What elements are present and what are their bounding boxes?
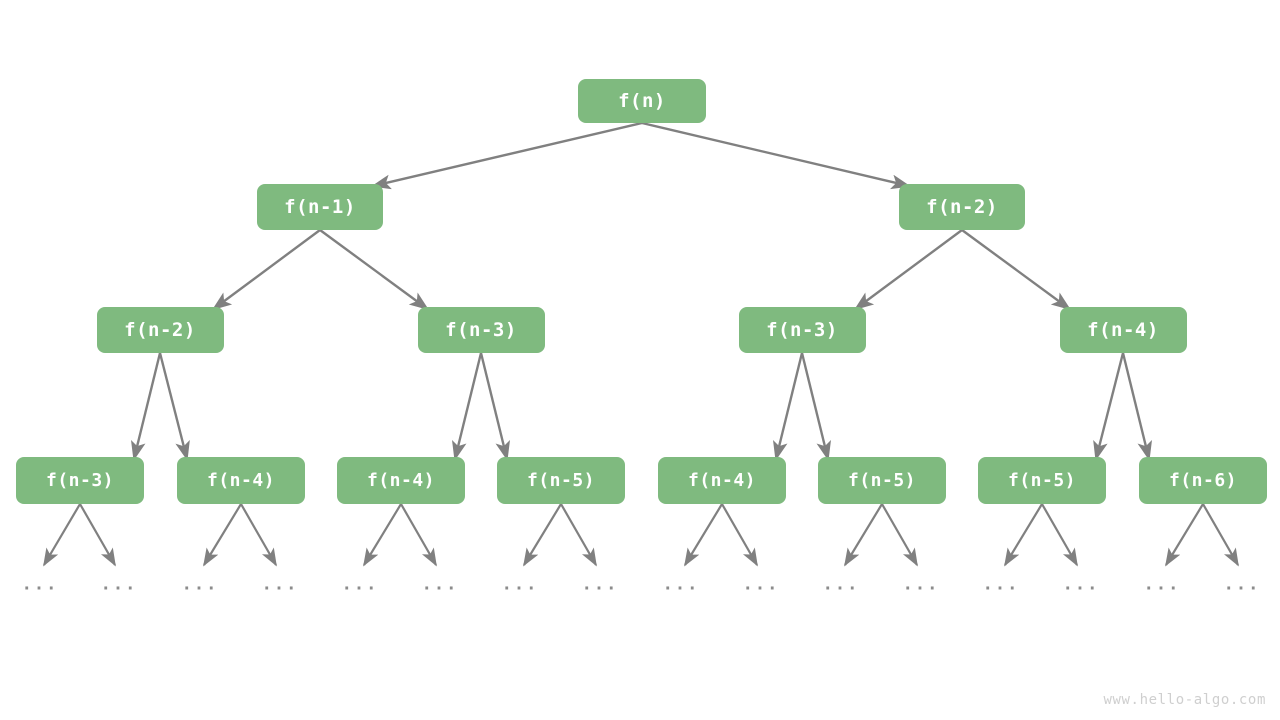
- tree-node: f(n-3): [16, 457, 144, 504]
- tree-node: f(n-4): [177, 457, 305, 504]
- tree-node: f(n-4): [658, 457, 786, 504]
- ellipsis-marker: ...: [501, 574, 539, 595]
- ellipsis-marker: ...: [1143, 574, 1181, 595]
- tree-edge: [131, 352, 162, 461]
- ellipsis-marker: ...: [421, 574, 459, 595]
- leaf-stub-edges: [43, 503, 1239, 567]
- tree-edge: [800, 352, 831, 461]
- leaf-stub-edge: [560, 503, 597, 567]
- tree-edges: [131, 121, 1152, 461]
- tree-edge: [158, 352, 190, 461]
- tree-edge: [1121, 352, 1152, 461]
- leaf-stub-edge: [400, 503, 437, 567]
- tree-edge: [371, 121, 643, 190]
- ellipsis-marker: ...: [21, 574, 59, 595]
- tree-node: f(n-6): [1139, 457, 1267, 504]
- tree-edge: [211, 229, 321, 311]
- leaf-stub-edge: [1004, 503, 1043, 567]
- tree-edge: [961, 229, 1072, 311]
- tree-node: f(n-4): [1059, 307, 1187, 353]
- tree-node: f(n): [578, 79, 706, 123]
- leaf-stub-edge: [523, 503, 562, 567]
- leaf-stub-edge: [240, 503, 277, 567]
- leaf-stub-edge: [1041, 503, 1078, 567]
- ellipsis-marker: ...: [662, 574, 700, 595]
- leaf-stub-edge: [881, 503, 918, 567]
- leaf-stub-edge: [1202, 503, 1239, 567]
- tree-node: f(n-3): [738, 307, 866, 353]
- ellipsis-marker: ...: [581, 574, 619, 595]
- tree-node: f(n-5): [978, 457, 1106, 504]
- ellipsis-marker: ...: [822, 574, 860, 595]
- tree-node: f(n-2): [899, 184, 1025, 230]
- ellipsis-marker: ...: [1223, 574, 1261, 595]
- ellipsis-marker: ...: [341, 574, 379, 595]
- leaf-stub-edge: [844, 503, 883, 567]
- ellipsis-marker: ...: [742, 574, 780, 595]
- ellipsis-marker: ...: [261, 574, 299, 595]
- ellipsis-marker: ...: [982, 574, 1020, 595]
- tree-node: f(n-2): [96, 307, 224, 353]
- tree-edge: [773, 352, 804, 461]
- tree-edge: [641, 121, 911, 190]
- leaf-stub-edge: [203, 503, 242, 567]
- tree-edge: [479, 352, 510, 461]
- ellipsis-marker: ...: [1062, 574, 1100, 595]
- leaf-stub-edge: [1165, 503, 1204, 567]
- tree-edge: [1093, 352, 1125, 461]
- ellipsis-marker: ...: [181, 574, 219, 595]
- tree-node: f(n-5): [497, 457, 625, 504]
- leaf-stub-edge: [43, 503, 81, 567]
- leaf-stub-edge: [684, 503, 723, 567]
- tree-edge: [319, 229, 430, 311]
- ellipsis-marker: ...: [902, 574, 940, 595]
- tree-edge: [452, 352, 483, 461]
- leaf-stub-edge: [721, 503, 758, 567]
- watermark: www.hello-algo.com: [1103, 692, 1266, 708]
- leaf-stub-edge: [79, 503, 116, 567]
- tree-edge: [853, 229, 963, 311]
- tree-node: f(n-4): [337, 457, 465, 504]
- tree-node: f(n-3): [417, 307, 545, 353]
- tree-node: f(n-1): [257, 184, 383, 230]
- ellipsis-marker: ...: [100, 574, 138, 595]
- leaf-stub-edge: [363, 503, 402, 567]
- tree-node: f(n-5): [818, 457, 946, 504]
